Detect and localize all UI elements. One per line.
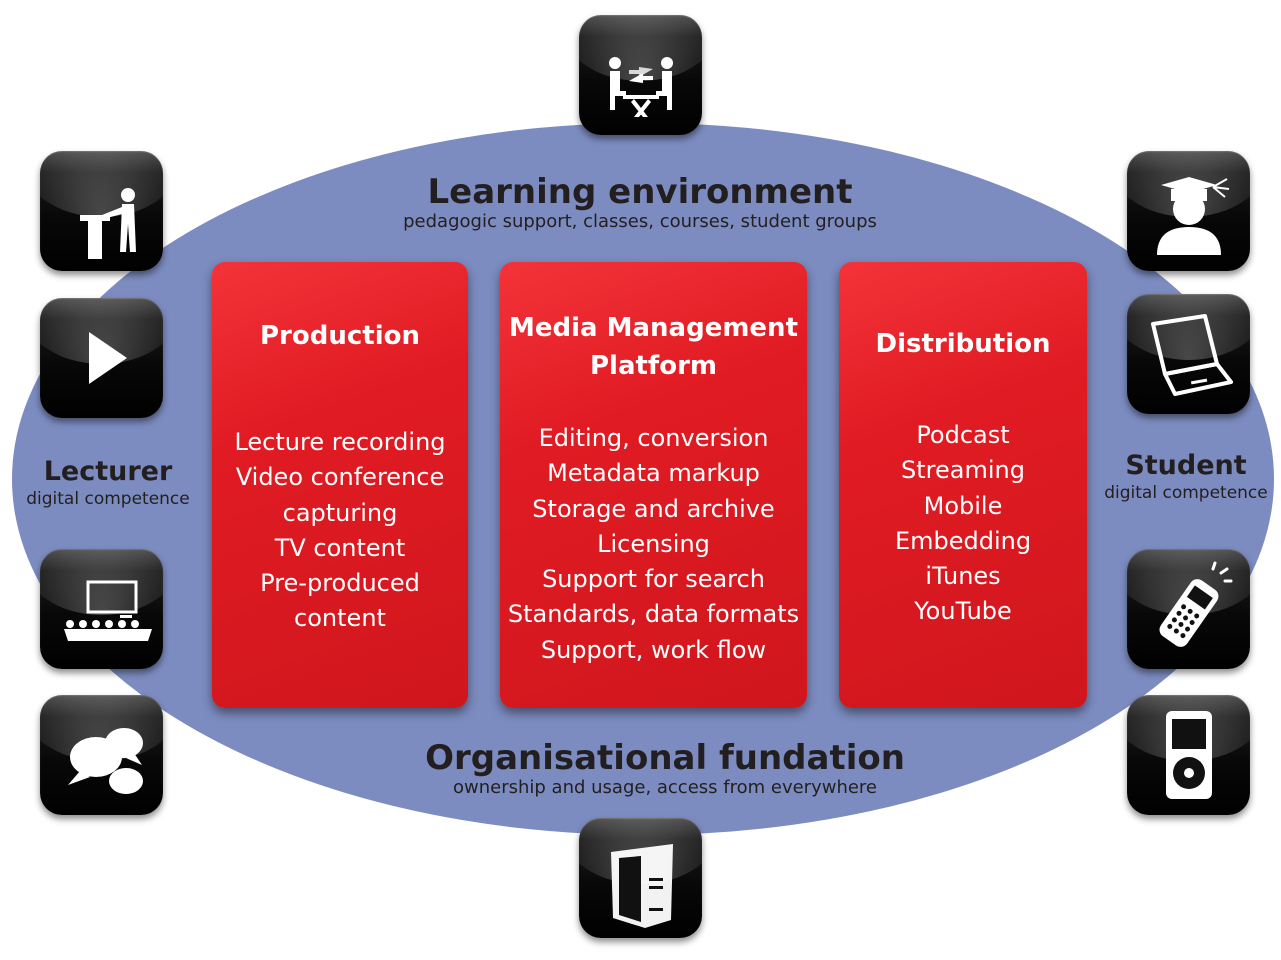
learning-environment-subtitle: pedagogic support, classes, courses, stu… [403,211,877,232]
list-item: YouTube [914,597,1012,626]
student-label: Student digital competence [1086,450,1281,504]
list-item: Support, work flow [540,635,767,664]
student-title: Student [1125,450,1247,481]
server-icon [579,818,702,938]
media-management-items: Editing, conversion Metadata markup Stor… [500,421,807,668]
lecturer-subtitle: digital competence [26,489,190,509]
learning-environment-title: Learning environment [427,172,853,212]
production-panel: Production Lecture recording Video confe… [212,262,468,708]
lecturer-podium-icon [40,151,163,271]
list-item: iTunes [925,562,1001,591]
play-icon [40,298,163,418]
organisational-foundation-subtitle: ownership and usage, access from everywh… [452,777,878,798]
list-item: Embedding [894,526,1032,555]
media-management-title: Media Management Platform [500,309,807,385]
list-item: content [294,604,386,633]
list-item: capturing [282,498,398,527]
graduate-icon [1127,151,1250,271]
production-title: Production [260,321,420,351]
list-item: Metadata markup [547,459,760,488]
media-management-title-line: Media Management [508,313,798,343]
list-item: Storage and archive [532,494,775,523]
distribution-panel: Distribution Podcast Streaming Mobile Em… [839,262,1087,708]
list-item: Streaming [901,456,1025,485]
distribution-title: Distribution [875,329,1051,359]
list-item: Editing, conversion [538,424,769,452]
organisational-foundation-heading: Organisational fundation ownership and u… [315,739,1015,799]
list-item: Mobile [923,491,1003,520]
chat-bubbles-icon [40,695,163,815]
list-item: Standards, data formats [507,600,800,629]
mobile-phone-icon [1127,549,1250,669]
list-item: TV content [274,533,406,562]
classroom-icon [40,549,163,669]
production-items: Lecture recording Video conference captu… [212,425,468,637]
ipod-icon [1127,695,1250,815]
list-item: Support for search [542,565,765,594]
list-item: Video conference [235,463,445,492]
learning-environment-heading: Learning environment pedagogic support, … [290,173,990,233]
media-management-title-line: Platform [589,351,718,381]
list-item: Lecture recording [234,428,446,456]
lecturer-label: Lecturer digital competence [8,456,208,510]
organisational-foundation-title: Organisational fundation [425,738,905,778]
laptop-icon [1127,294,1250,414]
meeting-icon [579,15,702,135]
list-item: Podcast [916,421,1010,449]
list-item: Pre-produced [260,569,420,598]
media-management-panel: Media Management Platform Editing, conve… [500,262,807,708]
list-item: Licensing [597,529,710,558]
student-subtitle: digital competence [1104,483,1268,503]
distribution-items: Podcast Streaming Mobile Embedding iTune… [839,418,1087,630]
lecturer-title: Lecturer [43,456,173,487]
